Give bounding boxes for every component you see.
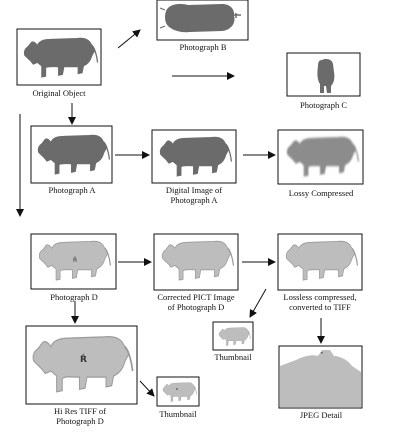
label-photograph-a: Photograph A [48, 185, 96, 195]
label-lossy-compressed: Lossy Compressed [288, 188, 354, 198]
label-jpeg-detail: JPEG Detail [299, 410, 343, 420]
label-thumbnail-left: Thumbnail [159, 409, 197, 419]
label-photograph-d: Photograph D [50, 292, 98, 302]
calf-image-photograph-b [159, 4, 241, 33]
label-thumbnail-right: Thumbnail [214, 352, 252, 362]
label-photograph-b: Photograph B [179, 42, 227, 52]
label-pict-line1: Corrected PICT Image [157, 292, 235, 302]
label-lossless-line1: Lossless compressed, [283, 292, 357, 302]
label-pict-line2: of Photograph D [167, 302, 225, 312]
label-original-object: Original Object [32, 88, 86, 98]
calf-image-photograph-c [317, 59, 335, 93]
label-hi-res-line1: Hi Res TIFF of [53, 406, 107, 416]
label-hi-res-line2: Photograph D [56, 416, 104, 426]
calf-image-jpeg-detail [280, 350, 361, 407]
label-digital-image-line1: Digital Image of [165, 185, 223, 195]
arrow-hires-to-thumb [139, 380, 155, 397]
marker-glyph-hires: Ŕ [80, 353, 87, 365]
label-photograph-c: Photograph C [300, 100, 347, 110]
label-lossless-line2: converted to TIFF [289, 302, 351, 312]
marker-glyph-d: Ŕ [73, 256, 77, 264]
label-digital-image-line2: Photograph A [170, 195, 218, 205]
arrow-lossless-to-thumb [249, 288, 267, 318]
arrow-original-to-b [117, 29, 141, 49]
